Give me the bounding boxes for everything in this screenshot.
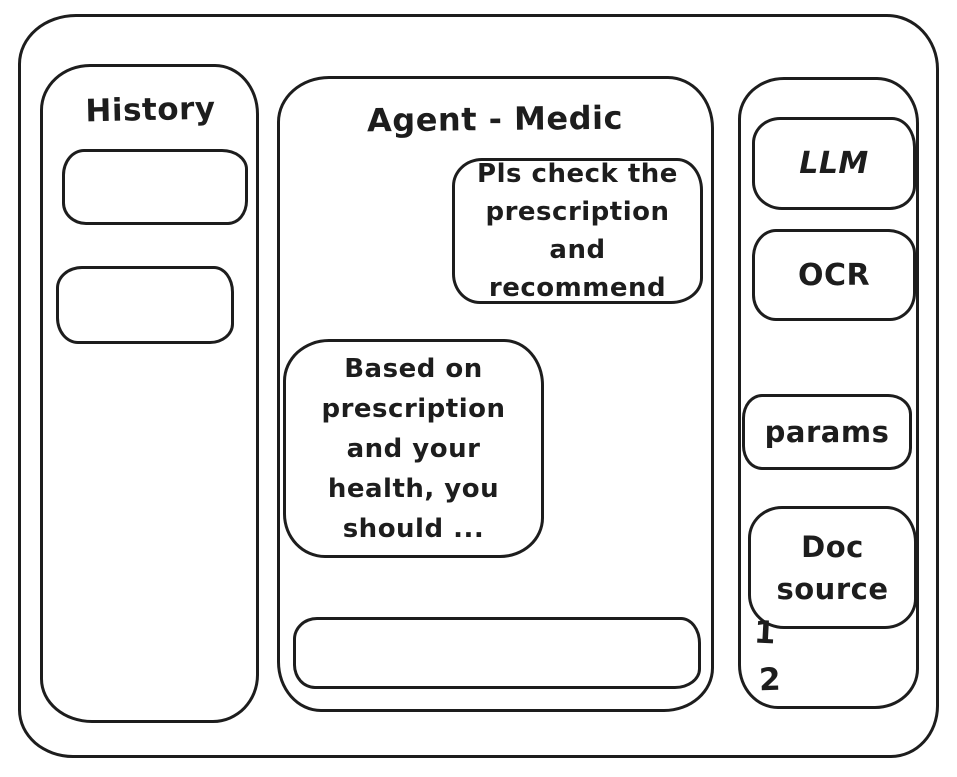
message-input[interactable] xyxy=(293,617,701,689)
ocr-button-label: OCR xyxy=(797,257,871,293)
history-item[interactable] xyxy=(62,149,248,225)
user-message-text: Pls check the prescription and recommend xyxy=(477,159,678,303)
llm-button[interactable]: LLM xyxy=(752,117,916,210)
assistant-message-text: Based on prescription and your health, y… xyxy=(321,353,506,544)
history-title: History xyxy=(85,90,216,130)
ocr-button[interactable]: OCR xyxy=(752,229,916,321)
doc-source-list-item[interactable]: 1 xyxy=(753,614,777,652)
params-button[interactable]: params xyxy=(742,394,912,470)
doc-source-list-item[interactable]: 2 xyxy=(758,661,782,699)
chat-title: Agent - Medic xyxy=(366,98,624,140)
doc-source-button-label: Doc source xyxy=(776,529,889,606)
llm-button-label: LLM xyxy=(799,146,869,181)
history-item[interactable] xyxy=(56,266,234,344)
user-message-bubble: Pls check the prescription and recommend xyxy=(452,158,703,304)
doc-source-button[interactable]: Doc source xyxy=(748,506,917,629)
assistant-message-bubble: Based on prescription and your health, y… xyxy=(283,339,544,558)
params-button-label: params xyxy=(764,415,890,449)
